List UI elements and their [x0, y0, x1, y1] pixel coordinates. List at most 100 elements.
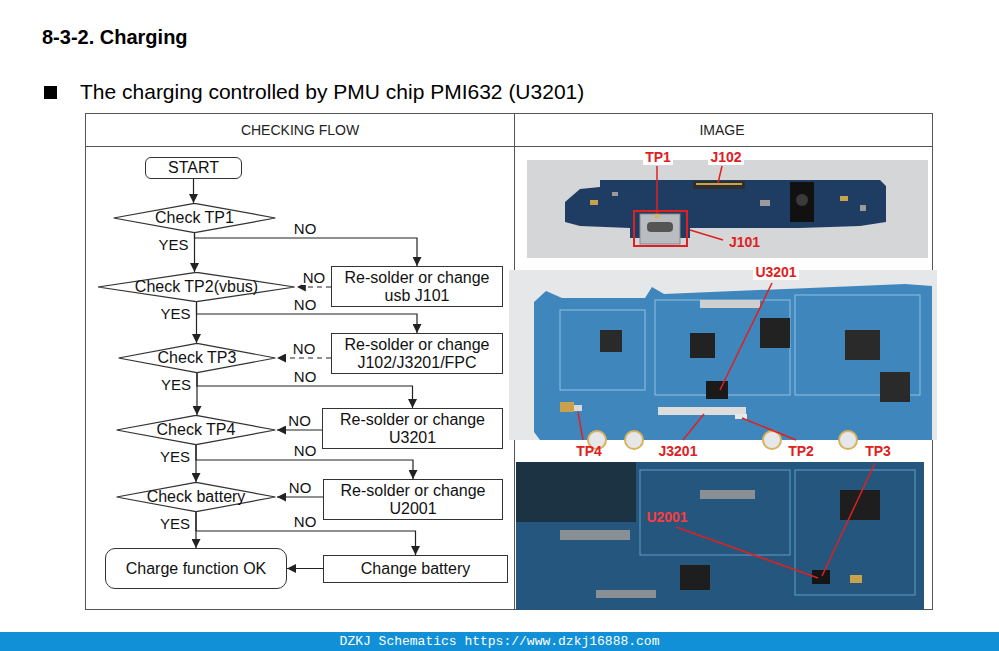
diamond-outline: [119, 343, 276, 372]
node-text: Charge function OK: [126, 560, 267, 578]
edge-label: YES: [159, 516, 191, 531]
edge-label: NO: [293, 514, 318, 529]
decision-diamond: Check TP3: [117, 343, 277, 373]
column-header: CHECKING FLOW: [241, 123, 359, 137]
column-header: IMAGE: [699, 123, 744, 137]
audio-jack: [790, 182, 814, 222]
leader-line: [676, 527, 818, 578]
highlight-box: [634, 211, 687, 246]
chip: [845, 330, 880, 360]
process-box: Re-solder or change J102/J3201/FPC: [331, 333, 503, 374]
shield-outline: [560, 310, 645, 390]
photo-ground: [516, 462, 636, 522]
edge-label: NO: [302, 270, 327, 285]
connector: [277, 357, 331, 358]
edge-label: NO: [293, 443, 318, 458]
shield-outline: [640, 470, 790, 555]
edge-label: NO: [287, 413, 312, 428]
callout-label: J101: [727, 234, 762, 250]
chip: [690, 333, 715, 358]
callout-label: TP3: [865, 444, 891, 458]
pcb: [565, 180, 886, 238]
connector: [297, 286, 331, 287]
table-rule: [86, 146, 933, 147]
shield-outline: [655, 300, 790, 395]
page-title: 8-3-2. Charging: [42, 27, 188, 47]
subtitle: The charging controlled by PMU chip PMI6…: [80, 81, 584, 102]
node-text: Change battery: [361, 560, 470, 578]
edge-label: YES: [160, 377, 192, 392]
main-board-photo: [509, 270, 937, 449]
mount-hole: [763, 431, 781, 449]
process-box: Re-solder or change usb J101: [331, 266, 503, 307]
leader-line: [690, 230, 723, 240]
bullet-square: [44, 86, 57, 99]
chip: [760, 318, 790, 348]
connector: [287, 568, 323, 569]
pcb: [534, 284, 932, 440]
node-text: Check TP2(vbus): [135, 278, 258, 296]
edge-label: NO: [293, 369, 318, 384]
node-text: Check TP4: [157, 421, 236, 439]
board-connector: [700, 300, 760, 308]
edge-label: NO: [293, 221, 318, 236]
leader-line: [720, 283, 772, 390]
photo-ground: [527, 160, 928, 258]
callout-label: U3201: [753, 264, 798, 280]
connector: [277, 429, 322, 430]
callout-label: TP4: [576, 444, 602, 458]
component: [574, 405, 582, 411]
edge-label: NO: [288, 480, 313, 495]
decision-diamond: Check TP1: [112, 203, 277, 233]
callout-label: TP2: [788, 444, 814, 458]
connector: [193, 179, 194, 203]
edge-label: YES: [159, 449, 191, 464]
connector: [277, 496, 323, 497]
test-point: [655, 214, 660, 219]
chip: [680, 565, 710, 590]
usb-opening: [647, 222, 673, 232]
usb-connector: [640, 214, 680, 244]
chip: [600, 330, 622, 352]
board-connector: [700, 490, 755, 499]
footer-bar: [0, 632, 999, 651]
node-text: Check battery: [147, 488, 246, 506]
process-box: Change battery: [323, 555, 508, 583]
leader-line: [656, 166, 658, 214]
callout-label: U2001: [644, 509, 689, 525]
process-box: Re-solder or change U2001: [323, 479, 503, 520]
decision-diamond: Check TP2(vbus): [96, 272, 297, 302]
leader-line: [742, 418, 796, 440]
node-text: Check TP1: [155, 209, 234, 227]
pcb: [516, 462, 924, 610]
component: [590, 200, 598, 205]
diamond-outline: [98, 272, 295, 301]
edge-label: YES: [160, 306, 192, 321]
mount-hole: [839, 431, 857, 449]
process-box: Re-solder or change U3201: [322, 408, 503, 449]
connector: [194, 233, 195, 272]
component: [760, 200, 770, 206]
chip: [880, 372, 910, 402]
decision-diamond: Check battery: [115, 482, 277, 512]
photo-ground: [509, 270, 937, 440]
board-connector: [658, 407, 746, 415]
audio-jack-hole: [796, 194, 808, 206]
edge-label: NO: [292, 341, 317, 356]
board-connector: [596, 590, 656, 598]
leader-line: [718, 166, 722, 183]
node-text: Re-solder or change U2001: [330, 482, 496, 517]
contact-pad: [560, 402, 574, 412]
node-text: Re-solder or change J102/J3201/FPC: [338, 336, 496, 371]
edge-label: YES: [158, 237, 190, 252]
connector: [195, 233, 418, 266]
callout-label: TP1: [643, 149, 673, 165]
edge-label: NO: [293, 297, 318, 312]
mount-hole: [625, 431, 643, 449]
node-text: START: [168, 159, 219, 177]
watermark: DZKJ Schematics https://www.dzkj16888.co…: [340, 635, 660, 648]
pmu-chip: [706, 381, 728, 399]
diamond-outline: [114, 203, 276, 232]
leader-lines: [578, 166, 875, 578]
